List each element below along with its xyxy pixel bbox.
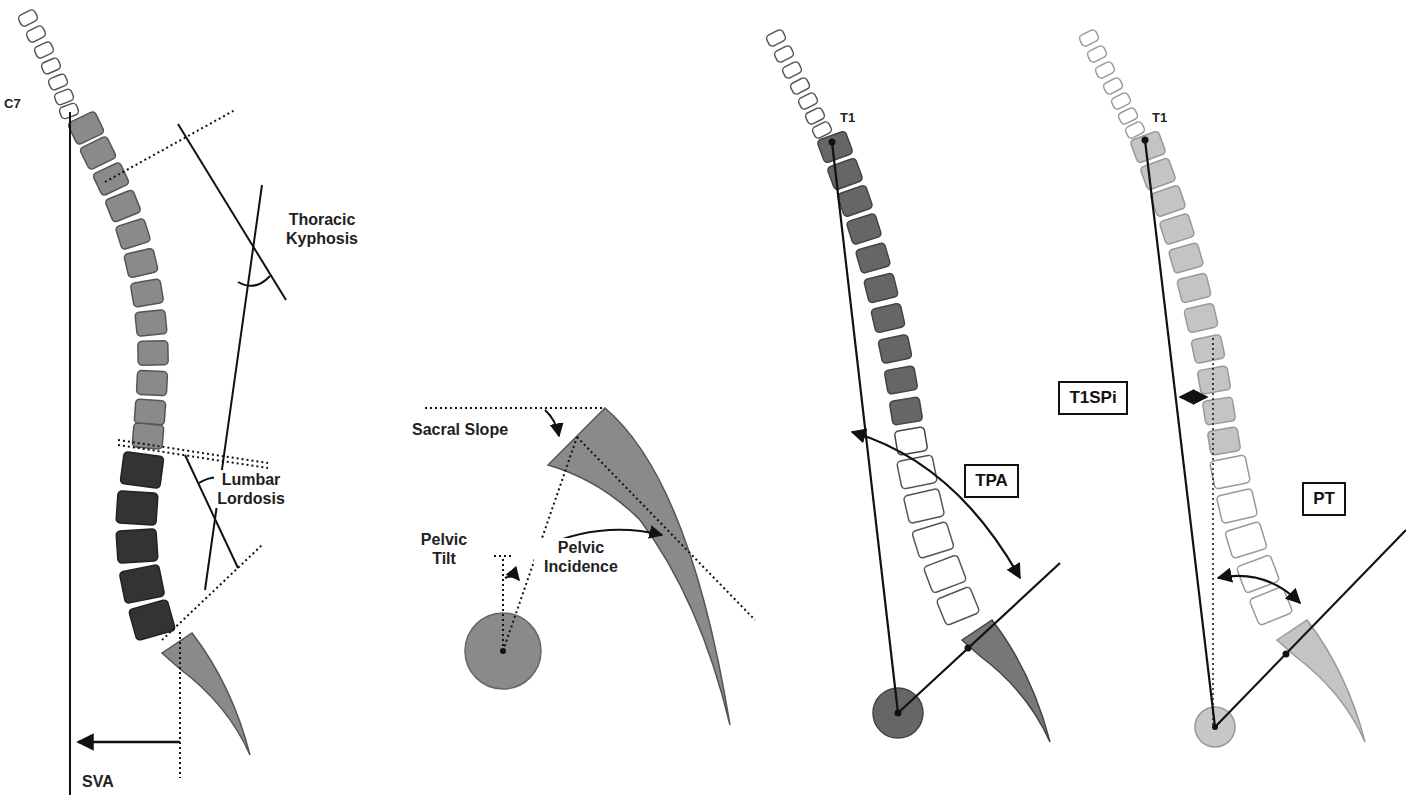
box-label: T1SPi (1069, 388, 1116, 408)
parameter-label: T1 (1150, 110, 1169, 126)
parameter-box: PT (1302, 482, 1346, 516)
box-label: PT (1313, 489, 1335, 509)
parameter-label: Sacral Slope (410, 420, 510, 439)
parameter-label: SVA (80, 772, 116, 791)
parameter-box: T1SPi (1058, 381, 1128, 415)
parameter-box: TPA (964, 464, 1019, 498)
parameter-label: C7 (2, 96, 23, 112)
parameter-label: Thoracic Kyphosis (268, 210, 376, 248)
box-label: TPA (975, 471, 1008, 491)
parameter-label: T1 (838, 110, 857, 126)
parameter-label: Pelvic Tilt (412, 530, 476, 568)
parameter-label: Lumbar Lordosis (214, 470, 288, 508)
parameter-label: Pelvic Incidence (534, 538, 628, 576)
